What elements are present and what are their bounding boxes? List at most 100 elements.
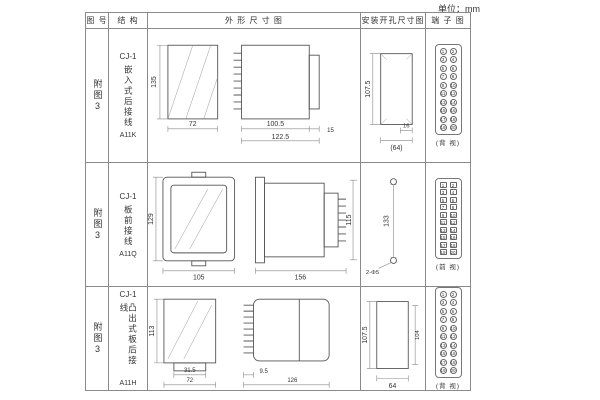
terminal-14: 14	[449, 226, 457, 233]
dim-total-label: 156	[294, 274, 306, 281]
terminal-18: 18	[449, 358, 457, 366]
outline-cell-a11q: 129 105 156 115	[148, 163, 361, 287]
terminal-15: 15	[439, 350, 447, 358]
dim-holes-label: 2-Φ5	[366, 270, 380, 276]
terminal-7: 7	[439, 73, 447, 81]
fig-no-label: 附图3	[92, 78, 103, 113]
dim-width-label: (64)	[390, 145, 402, 152]
terminal-caption-a11q: (前 视)	[435, 264, 461, 272]
terminal-6: 6	[449, 64, 457, 72]
dimensions: 113 31.5 72 9.5 126	[149, 298, 330, 388]
dim-offset-label: 16	[403, 123, 410, 129]
terminal-18: 18	[449, 241, 457, 248]
terminal-7: 7	[439, 204, 447, 211]
structure-label: 嵌入式后接线	[123, 65, 134, 128]
terminal-16: 16	[449, 107, 457, 115]
terminal-17: 17	[439, 241, 447, 248]
terminal-10: 10	[449, 211, 457, 218]
dimensions: 129 105 156 115	[148, 176, 358, 281]
terminal-15: 15	[439, 234, 447, 241]
dim-height-label: 107.5	[365, 80, 372, 97]
terminal-4: 4	[449, 299, 457, 307]
terminal-14: 14	[449, 341, 457, 349]
terminal-2: 2	[449, 47, 457, 55]
code-label: A11K	[119, 132, 137, 139]
header-outline: 外 形 尺 寸 图	[148, 13, 361, 29]
terminal-3: 3	[439, 299, 447, 307]
install-drawing-a11q: 133 2-Φ5	[366, 177, 397, 276]
terminal-16: 16	[449, 234, 457, 241]
header-fig-no: 图 号	[86, 13, 109, 29]
header-terminal: 端 子 图	[426, 13, 471, 29]
front-view	[162, 171, 236, 266]
terminal-3: 3	[439, 56, 447, 64]
terminal-6: 6	[449, 307, 457, 315]
fig-no-cell-a11h: 附图3	[86, 287, 109, 391]
terminal-18: 18	[449, 115, 457, 123]
terminal-1: 1	[439, 47, 447, 55]
terminal-9: 9	[439, 81, 447, 89]
fig-no-cell-a11k: 附图3	[86, 29, 109, 163]
terminal-5: 5	[439, 196, 447, 203]
structure-label: 凸出式板后接线	[119, 303, 138, 366]
terminal-4: 4	[449, 56, 457, 64]
dim-body-label: 100.5	[267, 120, 285, 127]
code-label: A11H	[119, 380, 137, 387]
header-install: 安装开孔尺寸图	[361, 13, 426, 29]
dim-base-label: 31.5	[184, 367, 196, 373]
terminal-19: 19	[439, 124, 447, 132]
terminal-20: 20	[449, 367, 457, 375]
dim-inner-label: 104	[415, 329, 421, 340]
terminal-9: 9	[439, 324, 447, 332]
terminal-17: 17	[439, 358, 447, 366]
structure-cell-a11k: CJ-1 嵌入式后接线 A11K	[109, 29, 148, 163]
terminal-10: 10	[449, 81, 457, 89]
terminal-8: 8	[449, 316, 457, 324]
header-structure: 结 构	[109, 13, 148, 29]
front-view	[163, 298, 217, 371]
dim-height-label: 129	[148, 213, 155, 225]
terminal-6: 6	[449, 196, 457, 203]
side-view	[233, 44, 320, 119]
terminal-16: 16	[449, 350, 457, 358]
terminal-2: 2	[449, 181, 457, 188]
side-view	[255, 176, 347, 263]
fig-no-cell-a11q: 附图3	[86, 163, 109, 287]
terminal-11: 11	[439, 219, 447, 226]
dim-width-label: 72	[189, 120, 197, 127]
structure-cell-a11h: CJ-1 凸出式板后接线 A11H	[109, 287, 148, 391]
fig-no-label: 附图3	[92, 321, 103, 356]
outline-drawing-a11k: 135 72 100.5 15 122.5	[151, 44, 334, 144]
terminal-5: 5	[439, 64, 447, 72]
dim-height-label: 135	[151, 76, 158, 88]
unit-label: 单位：mm	[438, 4, 480, 14]
dim-height-label: 107.5	[362, 326, 369, 343]
terminal-12: 12	[449, 333, 457, 341]
terminal-13: 13	[439, 98, 447, 106]
install-cell-a11q: 133 2-Φ5	[361, 163, 426, 287]
terminal-12: 12	[449, 90, 457, 98]
outline-drawing-a11h: 113 31.5 72 9.5 126	[149, 298, 330, 388]
terminal-5: 5	[439, 307, 447, 315]
terminal-10: 10	[449, 324, 457, 332]
terminal-8: 8	[449, 204, 457, 211]
install-cell-a11k: 107.5 16 (64)	[361, 29, 426, 163]
terminal-9: 9	[439, 211, 447, 218]
terminal-4: 4	[449, 189, 457, 196]
terminal-11: 11	[439, 333, 447, 341]
terminal-12: 12	[449, 219, 457, 226]
terminal-7: 7	[439, 316, 447, 324]
dim-width-label: 105	[193, 274, 205, 281]
terminal-3: 3	[439, 189, 447, 196]
dim-width-label: 72	[186, 377, 193, 383]
install-cell-a11h: 107.5 104 64	[361, 287, 426, 391]
terminal-13: 13	[439, 226, 447, 233]
dim-flange-label: 15	[327, 127, 334, 133]
dim-pin-label: 9.5	[259, 368, 268, 374]
dim-depth-label: 115	[346, 214, 353, 225]
